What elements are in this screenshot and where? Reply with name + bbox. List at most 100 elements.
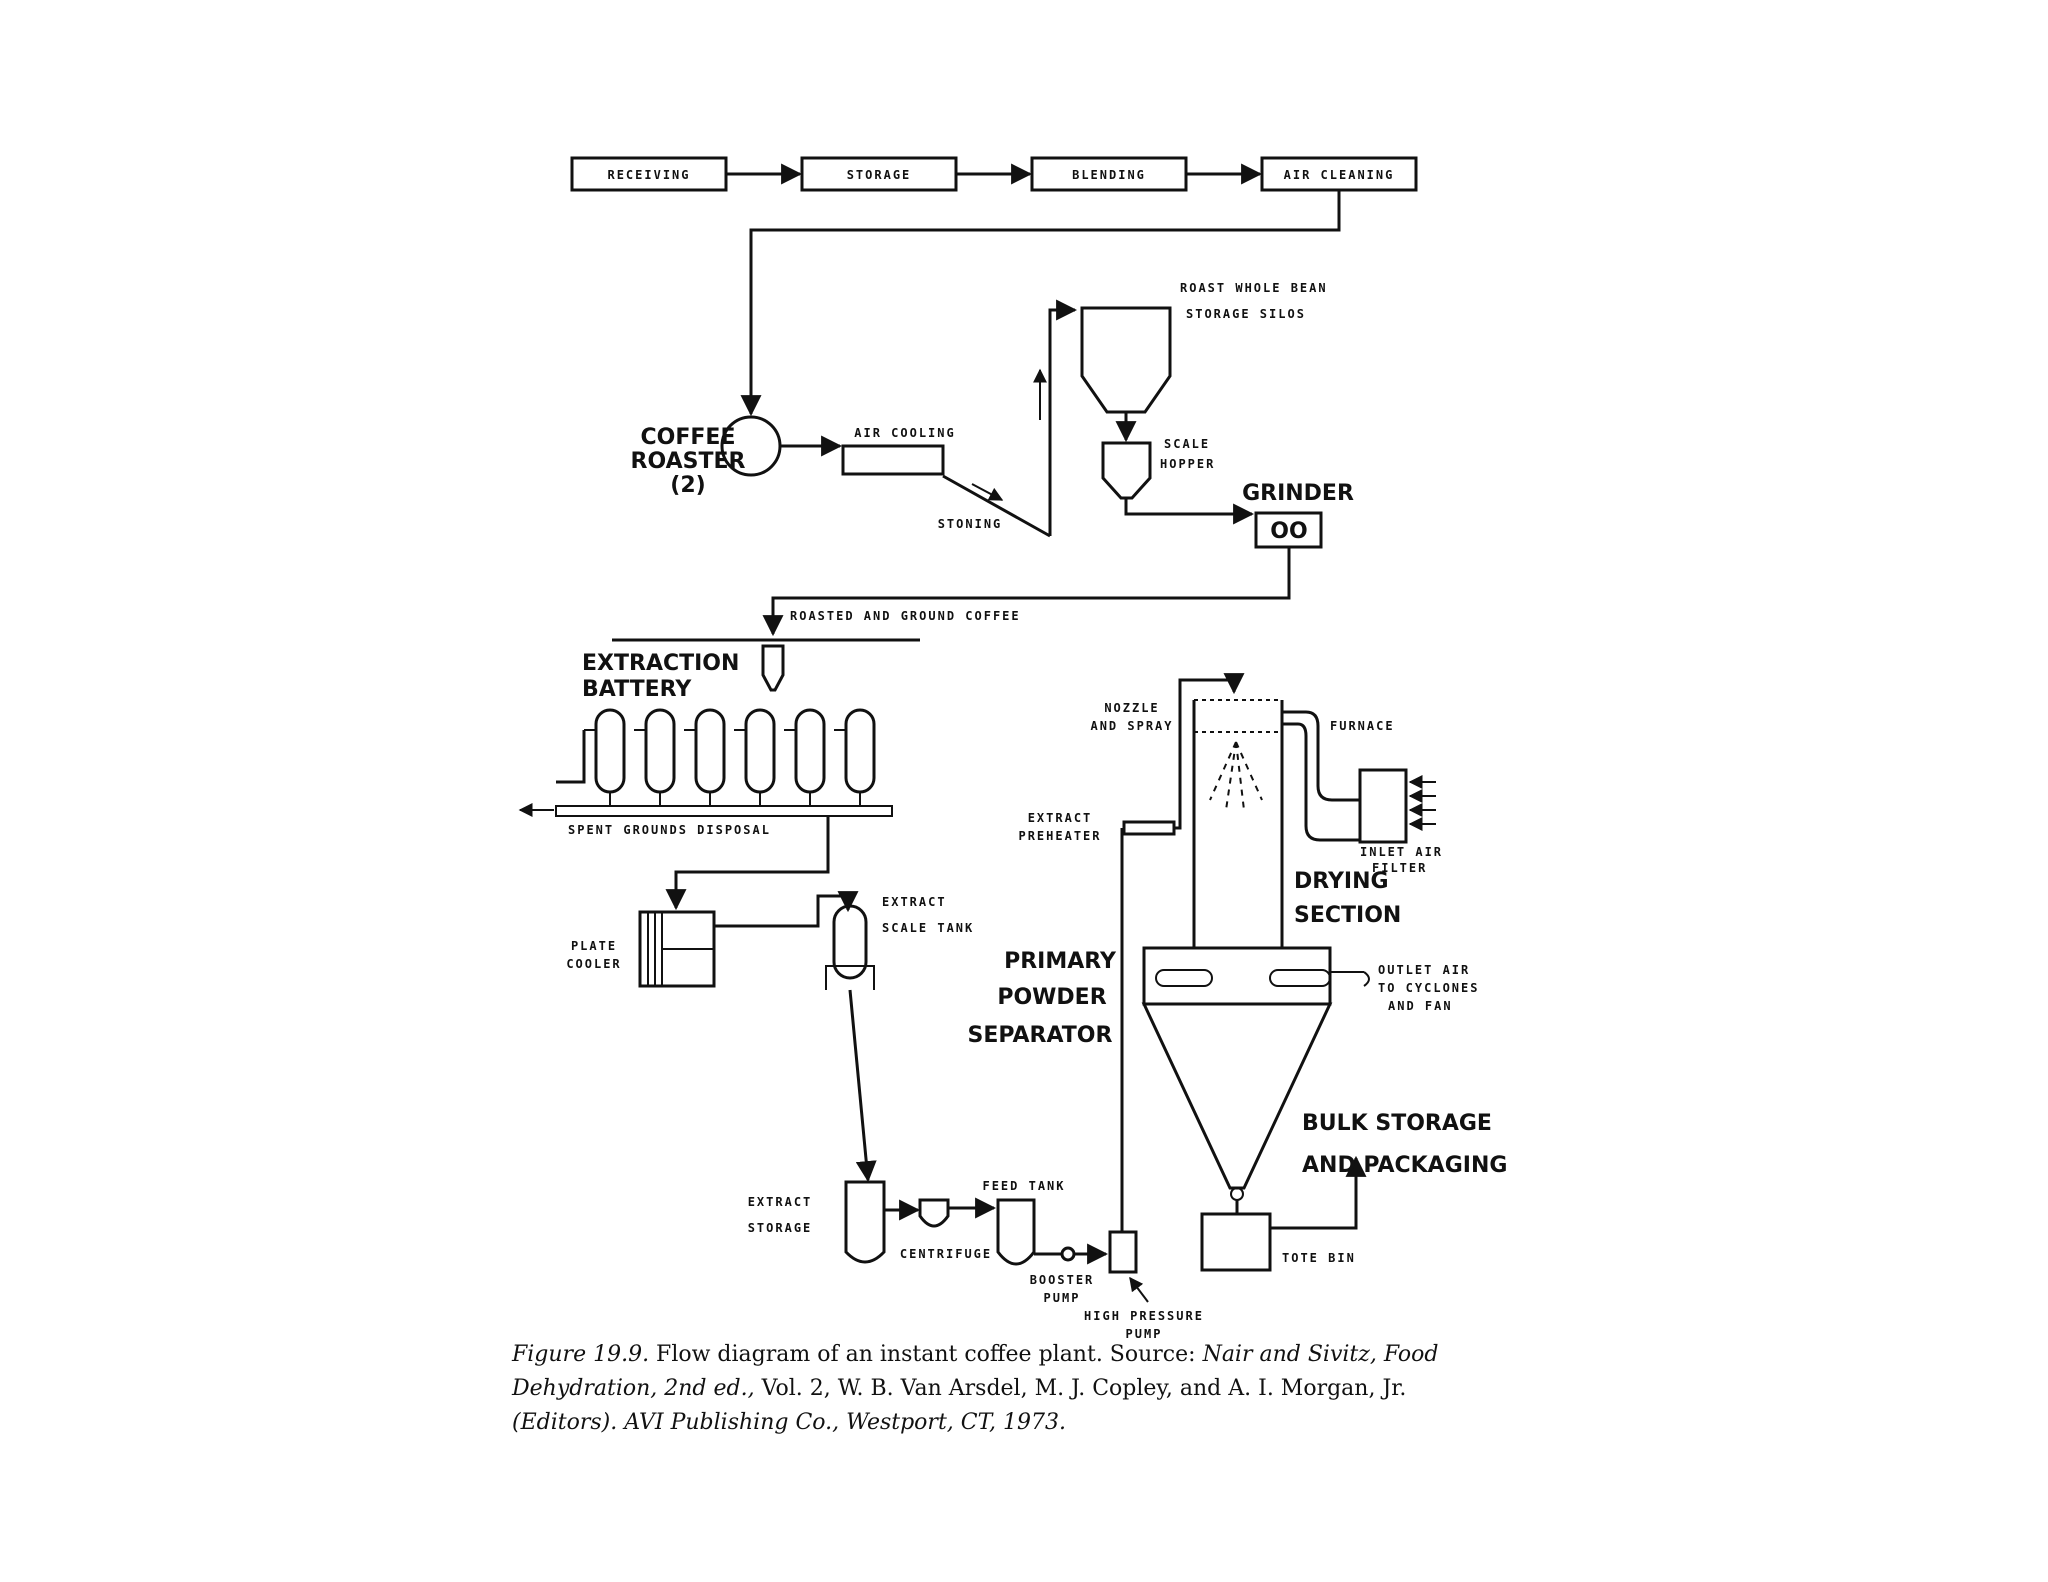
nozzle-label-1: NOZZLE: [1104, 701, 1159, 715]
roaster-label-1: COFFEE: [641, 425, 736, 450]
separator-outlet-left: [1155, 969, 1213, 987]
centrifuge-label: CENTRIFUGE: [900, 1247, 992, 1261]
outlet-label-2: TO CYCLONES: [1378, 981, 1479, 995]
line-tote-bulk: [1270, 1155, 1367, 1230]
line-scaletank-extractstorage: [848, 989, 877, 1183]
separator-cone: [1141, 1002, 1333, 1190]
receiving-box: RECEIVING: [570, 156, 728, 192]
inlet-air-label-1: INLET AIR: [1360, 845, 1443, 859]
plate-cooler-label-2: COOLER: [566, 957, 621, 971]
stoning-label: STONING: [938, 517, 1003, 531]
booster-pump: [1060, 1246, 1076, 1262]
storage-box: STORAGE: [800, 156, 958, 192]
drying-label-2: SECTION: [1294, 903, 1401, 928]
roast-storage-silo: [1080, 306, 1172, 414]
drying-label-1: DRYING: [1294, 869, 1389, 894]
line-platecooler-scaletank: [714, 891, 859, 928]
air-cleaning-label: AIR CLEANING: [1284, 168, 1395, 182]
stoning-arrow: [971, 483, 1004, 501]
extract-storage-label-1: EXTRACT: [748, 1195, 813, 1209]
outlet-air-duct-end: [1363, 971, 1370, 987]
line-extraction-platecooler: [665, 816, 830, 911]
caption-book: Food Dehydration, 2nd ed.,: [512, 1342, 1439, 1401]
extraction-columns: [556, 708, 876, 806]
extract-scale-label-1: EXTRACT: [882, 895, 947, 909]
caption-text: Flow diagram of an instant coffee plant.…: [649, 1342, 1203, 1367]
blending-label: BLENDING: [1072, 168, 1146, 182]
hp-pump-pointer: [1129, 1276, 1149, 1303]
grinder-symbol: OO: [1270, 519, 1307, 544]
feed-tank: [996, 1198, 1036, 1266]
elevator-to-silos: [1048, 299, 1078, 536]
air-cooling-label: AIR COOLING: [854, 426, 955, 440]
bulk-label-2: AND PACKAGING: [1302, 1153, 1507, 1178]
extract-scale-tank: [832, 904, 868, 980]
air-cooling-box: [841, 444, 945, 476]
scale-stand: [825, 965, 875, 990]
furnace-duct: [1282, 710, 1360, 802]
caption-figure-number: Figure 19.9.: [512, 1342, 650, 1367]
hopper-label-1: SCALE: [1164, 437, 1210, 451]
roaster-label-2: ROASTER: [631, 449, 746, 474]
receiving-label: RECEIVING: [607, 168, 690, 182]
line-aircleaning-roaster: [740, 190, 1341, 417]
plate-cooler: [638, 910, 716, 988]
scale-hopper: [1101, 441, 1152, 500]
inlet-air-arrows: [1408, 775, 1436, 831]
primary-label-1: PRIMARY: [1004, 949, 1117, 974]
extract-preheater: [1122, 820, 1176, 836]
rotary-valve: [1230, 1187, 1244, 1201]
spent-grounds-label: SPENT GROUNDS DISPOSAL: [568, 823, 771, 837]
inlet-air-label-2: FILTER: [1372, 861, 1427, 875]
nozzle-label-2: AND SPRAY: [1090, 719, 1173, 733]
roaster-label-3: (2): [670, 473, 705, 498]
tote-bin-label: TOTE BIN: [1282, 1251, 1356, 1265]
primary-label-3: SEPARATOR: [968, 1023, 1113, 1048]
separator-outlet-right: [1269, 969, 1331, 987]
line-preheater-nozzle: [1174, 673, 1245, 830]
tote-bin: [1200, 1212, 1272, 1272]
spent-grounds-conveyor: [555, 805, 893, 817]
feed-hopper: [761, 644, 785, 692]
hopper-label-2: HOPPER: [1160, 457, 1215, 471]
bulk-label-1: BULK STORAGE: [1302, 1111, 1492, 1136]
caption-publisher: (Editors). AVI Publishing Co., Westport,…: [512, 1410, 1067, 1435]
silos-label-1: ROAST WHOLE BEAN: [1180, 281, 1328, 295]
outlet-label-3: AND FAN: [1388, 999, 1453, 1013]
hp-label-1: HIGH PRESSURE: [1084, 1309, 1204, 1323]
furnace-duct-inner: [1282, 722, 1360, 842]
arrow-hopper-grinder: [1124, 498, 1255, 525]
grinder-label: GRINDER: [1242, 481, 1354, 506]
high-pressure-pump: [1108, 1230, 1138, 1274]
booster-label-1: BOOSTER: [1030, 1273, 1095, 1287]
plate-cooler-label-1: PLATE: [571, 939, 617, 953]
primary-label-2: POWDER: [997, 985, 1106, 1010]
line-grinder-extraction: [762, 547, 1291, 637]
caption-editors: Vol. 2, W. B. Van Arsdel, M. J. Copley, …: [754, 1376, 1407, 1401]
air-cleaning-box: AIR CLEANING: [1260, 156, 1418, 192]
roasted-ground-label: ROASTED AND GROUND COFFEE: [790, 609, 1021, 623]
extract-storage-label-2: STORAGE: [748, 1221, 813, 1235]
inlet-air-filter: [1358, 768, 1408, 844]
extract-scale-label-2: SCALE TANK: [882, 921, 974, 935]
preheater-label-2: PREHEATER: [1018, 829, 1101, 843]
stoning-conveyor: [942, 474, 1051, 538]
primary-separator-body: [1142, 946, 1332, 1006]
preheater-label-1: EXTRACT: [1028, 811, 1093, 825]
storage-label: STORAGE: [847, 168, 912, 182]
extraction-label-1: EXTRACTION: [582, 651, 739, 676]
feed-tank-label: FEED TANK: [982, 1179, 1065, 1193]
extract-storage-tank: [844, 1180, 886, 1264]
centrifuge: [918, 1198, 950, 1228]
blending-box: BLENDING: [1030, 156, 1188, 192]
hp-label-2: PUMP: [1126, 1327, 1163, 1341]
booster-label-2: PUMP: [1044, 1291, 1081, 1305]
drying-chamber: [1192, 699, 1284, 948]
extraction-label-2: BATTERY: [582, 677, 692, 702]
outlet-label-1: OUTLET AIR: [1378, 963, 1470, 977]
furnace-label: FURNACE: [1330, 719, 1395, 733]
silos-label-2: STORAGE SILOS: [1186, 307, 1306, 321]
figure-caption: Figure 19.9. Flow diagram of an instant …: [512, 1338, 1492, 1440]
caption-authors: Nair and Sivitz,: [1202, 1342, 1377, 1367]
